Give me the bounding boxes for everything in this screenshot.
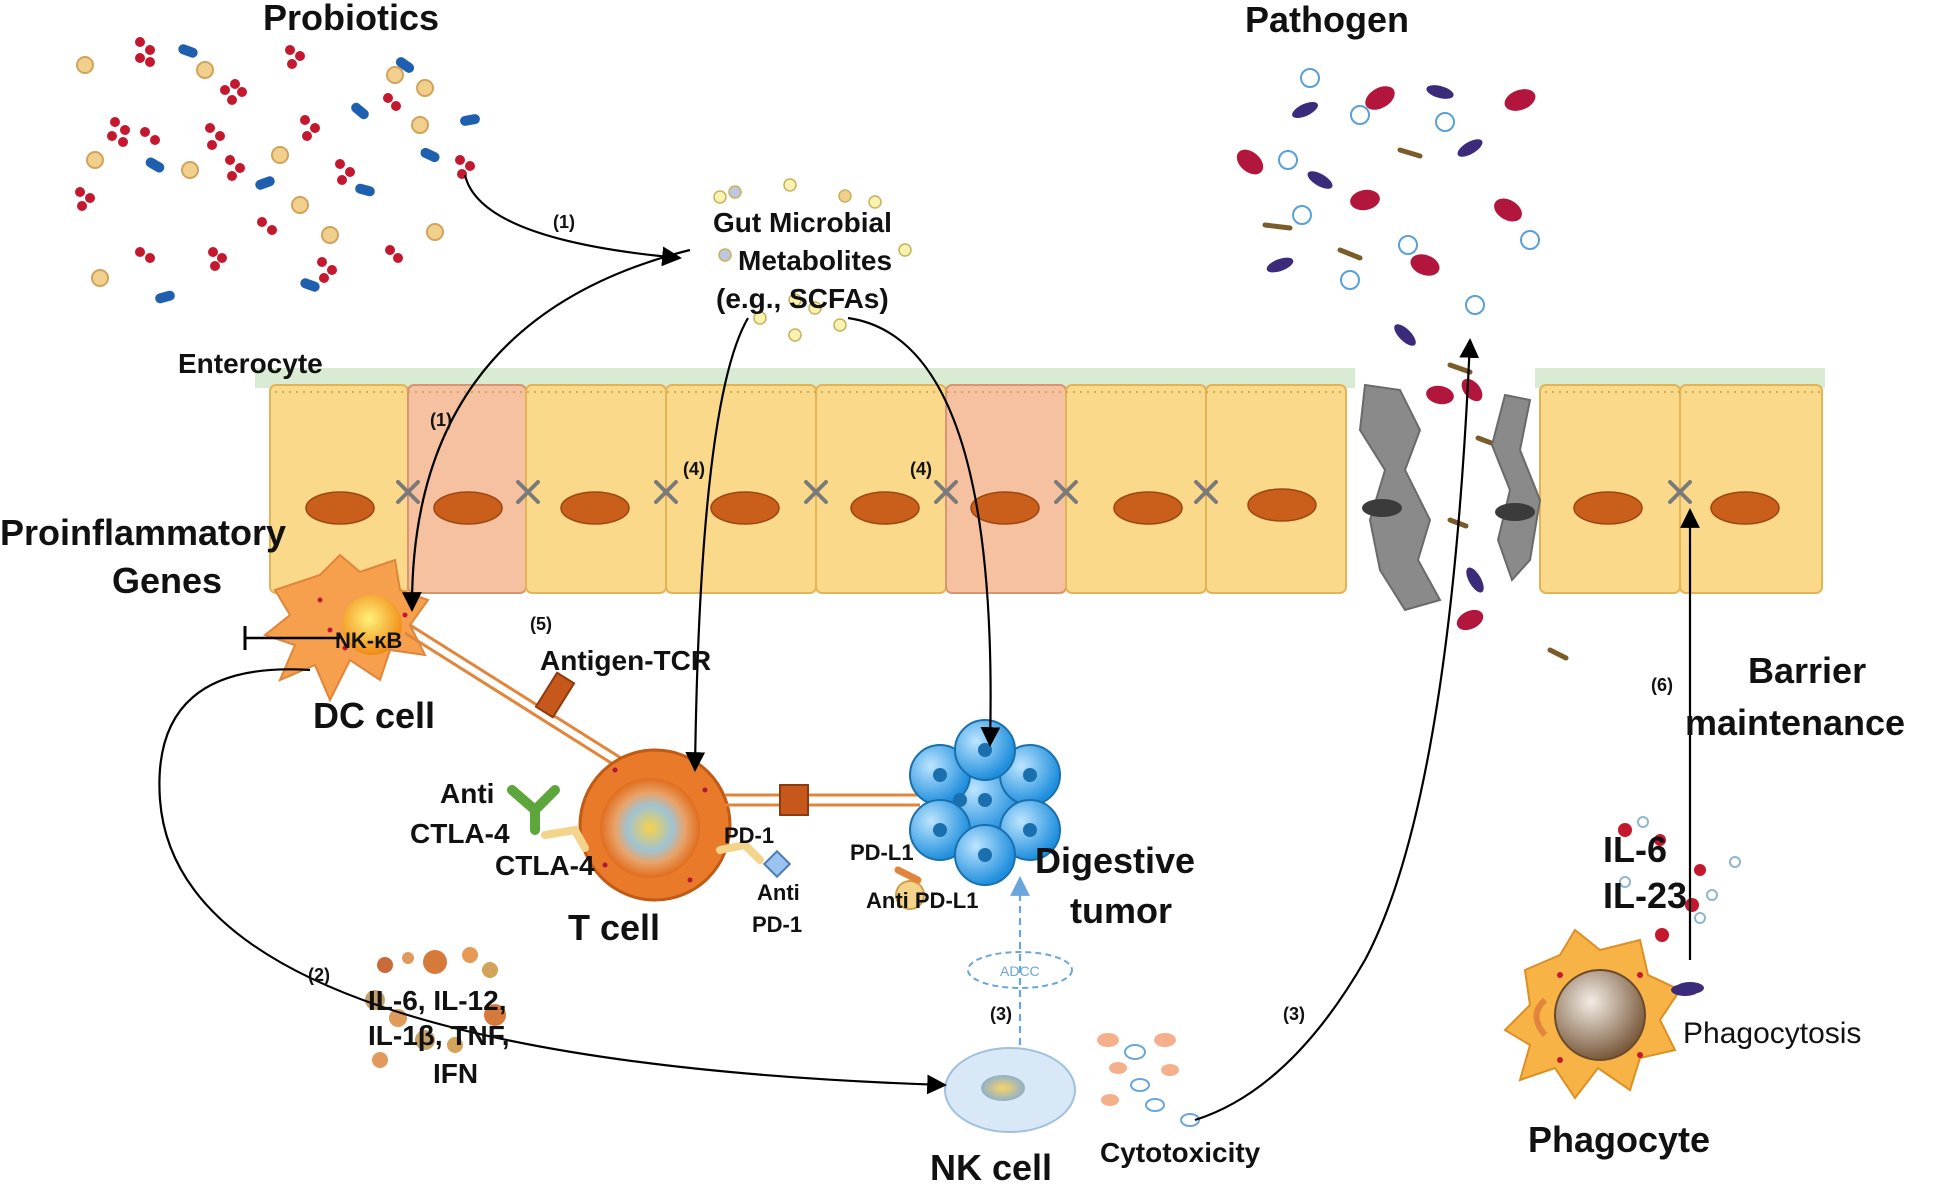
anti-pd1-label-1: Anti: [757, 880, 800, 905]
antigen-tcr-label: Antigen-TCR: [540, 645, 711, 676]
cytokines-label-1: IL-6, IL-12,: [368, 985, 506, 1016]
step-4b: (4): [910, 459, 932, 479]
t-cell-label: T cell: [568, 907, 660, 948]
barrier-label-2: maintenance: [1685, 702, 1905, 743]
enterocyte-label: Enterocyte: [178, 348, 323, 379]
pdl1-label: PD-L1: [850, 840, 914, 865]
adcc-bubble: [967, 951, 1073, 989]
metabolites-label-3: (e.g., SCFAs): [716, 283, 889, 314]
metabolites-label-2: Metabolites: [738, 245, 892, 276]
metabolite-dots: [713, 178, 912, 342]
ctla4-label: CTLA-4: [495, 850, 595, 881]
il23-label: IL-23: [1603, 875, 1687, 916]
dc-cell-label: DC cell: [313, 695, 435, 736]
step-2: (2): [308, 965, 330, 985]
phagocyte: [1503, 928, 1699, 1100]
cytokines-label-2: IL-1β, TNF,: [368, 1020, 510, 1051]
step-4a: (4): [683, 459, 705, 479]
adcc-label: ADCC: [1000, 963, 1040, 979]
phagocyte-label: Phagocyte: [1528, 1119, 1710, 1160]
mucus-layer-right: [1535, 368, 1825, 388]
pathogen-cluster: [1236, 68, 1704, 994]
proinflammatory-label-1: Proinflammatory: [0, 512, 286, 553]
step-1b: (1): [430, 410, 452, 430]
pd1-pdl1-synapse: [716, 784, 925, 910]
enterocyte-layer: [269, 383, 1823, 612]
pathogen-label: Pathogen: [1245, 0, 1409, 40]
il-particles: [1618, 816, 1741, 942]
phagocytosis-label: Phagocytosis: [1683, 1017, 1861, 1050]
pd1-label: PD-1: [724, 823, 774, 848]
probiotics-cluster: [75, 37, 480, 304]
t-cell: [578, 748, 732, 902]
anti-ctla4-antibody: [507, 785, 589, 852]
step-6: (6): [1651, 675, 1673, 695]
anti-ctla4-label-2: CTLA-4: [410, 818, 510, 849]
mucus-layer-left: [255, 368, 1355, 388]
cytotoxic-granules: [1097, 1033, 1200, 1127]
step-3b: (3): [1283, 1004, 1305, 1024]
metabolites-label-1: Gut Microbial: [713, 207, 892, 238]
anti-ctla4-label-1: Anti: [440, 778, 494, 809]
il6-label: IL-6: [1603, 829, 1667, 870]
anti-pdl1-label: Anti PD-L1: [866, 888, 978, 913]
step-5: (5): [530, 614, 552, 634]
step-1a: (1): [553, 212, 575, 232]
probiotics-label: Probiotics: [263, 0, 439, 38]
nk-cell-label: NK cell: [930, 1147, 1052, 1184]
digestive-tumor-label-2: tumor: [1070, 890, 1172, 931]
cytotoxicity-label: Cytotoxicity: [1100, 1137, 1261, 1168]
nk-cell: [944, 1047, 1076, 1133]
barrier-label-1: Barrier: [1748, 650, 1866, 691]
nfkb-label: NK-κB: [335, 628, 402, 653]
cytokines-label-3: IFN: [433, 1058, 478, 1089]
proinflammatory-label-2: Genes: [112, 560, 222, 601]
step-3a: (3): [990, 1004, 1012, 1024]
dc-cell: [262, 553, 430, 703]
arrows: [158, 174, 1700, 1122]
digestive-tumor-label-1: Digestive: [1035, 840, 1195, 881]
anti-pd1-label-2: PD-1: [752, 912, 802, 937]
antigen-tcr-synapse: [404, 623, 641, 780]
